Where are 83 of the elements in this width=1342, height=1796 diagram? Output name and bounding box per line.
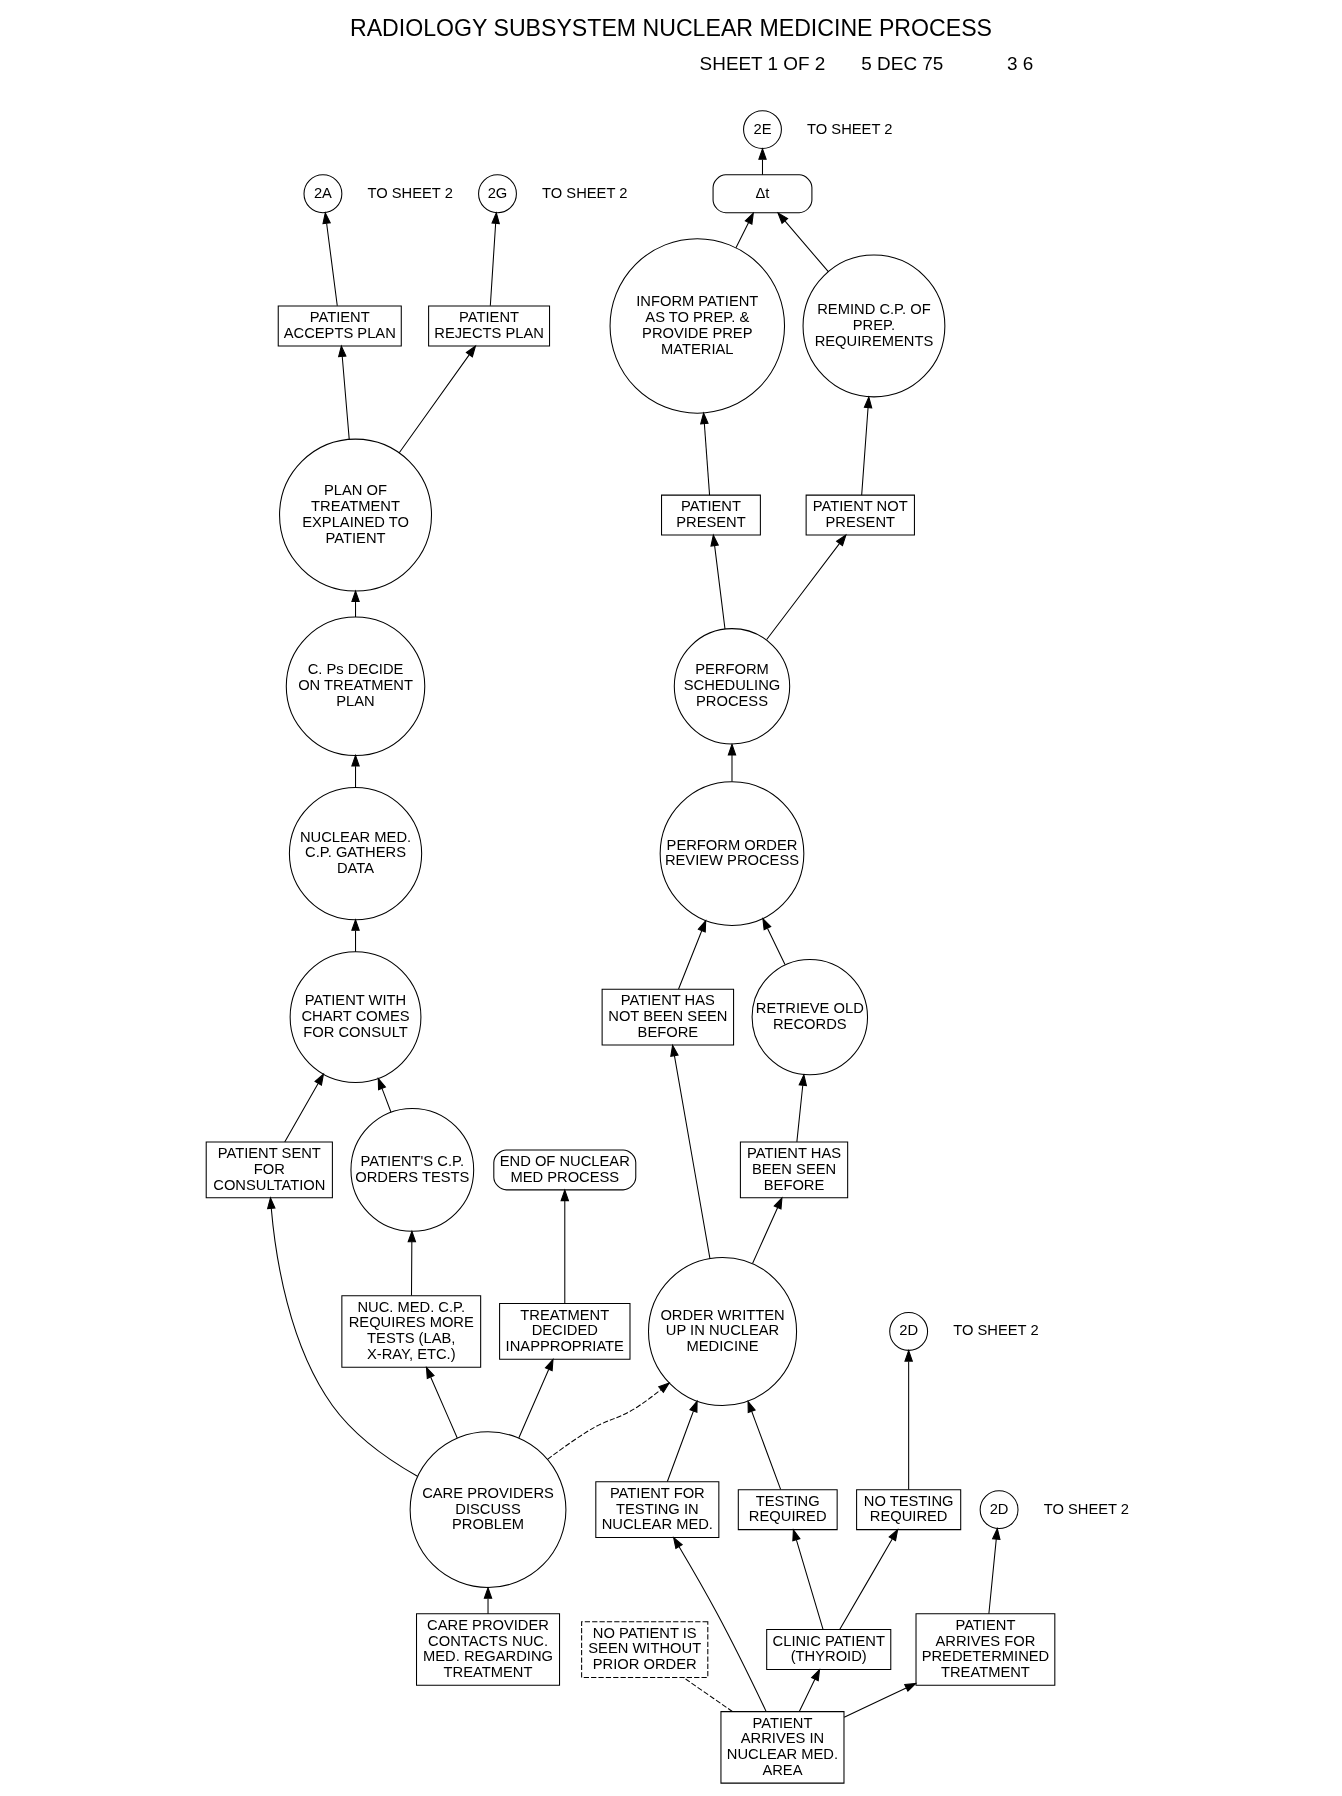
arrow <box>988 1527 1001 1615</box>
node-circle: PATIENT'S C.P. ORDERS TESTS <box>350 1108 475 1232</box>
arrow <box>560 1188 570 1304</box>
node-box: PATIENT HAS BEEN SEEN BEFORE <box>739 1141 849 1199</box>
arrow <box>766 533 847 640</box>
node-circle: 2D <box>889 1312 929 1351</box>
node-circle: PERFORM SCHEDULING PROCESS <box>673 628 791 745</box>
node-box: CLINIC PATIENT (THYROID) <box>766 1629 892 1671</box>
node-box: CARE PROVIDER CONTACTS NUC. MED. REGARDING TREATMENT <box>416 1613 561 1686</box>
arrow <box>672 1536 767 1712</box>
node-box: TREATMENT DECIDED INAPPROPRIATE <box>499 1303 631 1360</box>
label: 3 6 <box>1006 53 1034 75</box>
node-box: END OF NUCLEAR MED PROCESS <box>493 1149 637 1191</box>
arrow <box>776 211 829 273</box>
node-circle: REMIND C.P. OF PREP. REQUIREMENTS <box>802 254 946 398</box>
node-circle: RETRIEVE OLD RECORDS <box>751 958 869 1076</box>
node-box: PATIENT ARRIVES FOR PREDETERMINED TREATMENT <box>915 1613 1056 1686</box>
node-box: PATIENT HAS NOT BEEN SEEN BEFORE <box>601 988 735 1046</box>
arrow <box>351 753 360 788</box>
node-box: PATIENT NOT PRESENT <box>805 494 915 536</box>
node-circle: 2D <box>979 1490 1019 1530</box>
arrow <box>710 533 726 630</box>
arrow <box>861 395 873 496</box>
arrow <box>798 1668 821 1712</box>
arrow <box>284 1072 325 1143</box>
arrow <box>752 1196 783 1264</box>
node-circle: 2E <box>743 110 782 150</box>
node-box: PATIENT ARRIVES IN NUCLEAR MED. AREA <box>720 1711 845 1784</box>
arrow <box>727 742 737 783</box>
arrow <box>666 1399 698 1482</box>
arrow <box>407 1229 417 1296</box>
arrow <box>398 344 477 454</box>
label: 5 DEC 75 <box>861 53 944 75</box>
node-circle: NUCLEAR MED. C.P. GATHERS DATA <box>288 786 423 921</box>
node-label: TO SHEET 2 <box>953 1322 1039 1339</box>
arrow <box>762 917 786 966</box>
node-box: NUC. MED. C.P. REQUIRES MORE TESTS (LAB, X-RAY, ETC.) <box>341 1295 482 1368</box>
node-label: TO SHEET 2 <box>542 184 628 201</box>
node-label: TO SHEET 2 <box>367 184 453 201</box>
arrow <box>735 211 755 249</box>
arrow <box>425 1365 458 1439</box>
label: SHEET 1 OF 2 <box>699 53 826 75</box>
node-circle: ORDER WRITTEN UP IN NUCLEAR MEDICINE <box>647 1256 798 1406</box>
node-box: NO PATIENT IS SEEN WITHOUT PRIOR ORDER <box>581 1621 709 1678</box>
diagram-title: RADIOLOGY SUBSYSTEM NUCLEAR MEDICINE PROCESS <box>349 14 993 41</box>
node-circle: 2G <box>478 174 517 214</box>
arrow <box>758 147 767 176</box>
node-box: PATIENT PRESENT <box>661 494 761 536</box>
arrow <box>337 344 350 440</box>
node-box: Δt <box>712 174 813 214</box>
arrow <box>483 1586 493 1615</box>
arrow <box>489 211 501 307</box>
arrow <box>678 919 707 990</box>
node-label: TO SHEET 2 <box>807 120 893 137</box>
arrow <box>547 1381 671 1460</box>
node-circle: PERFORM ORDER REVIEW PROCESS <box>659 781 805 926</box>
arrow <box>839 1528 899 1630</box>
node-box: PATIENT SENT FOR CONSULTATION <box>205 1141 333 1199</box>
arrow <box>700 411 711 496</box>
node-box: PATIENT REJECTS PLAN <box>428 305 551 347</box>
arrow <box>266 1196 418 1477</box>
arrow <box>796 1073 808 1143</box>
node-label: TO SHEET 2 <box>1043 1500 1130 1517</box>
node-circle: PLAN OF TREATMENT EXPLAINED TO PATIENT <box>279 438 433 592</box>
arrow <box>377 1077 392 1113</box>
arrow <box>670 1043 711 1259</box>
node-circle: CARE PROVIDERS DISCUSS PROBLEM <box>409 1431 567 1589</box>
arrow <box>904 1349 914 1490</box>
arrow <box>322 211 338 307</box>
arrow <box>351 918 360 953</box>
arrow <box>792 1528 824 1630</box>
arrow <box>351 589 360 618</box>
arrow <box>843 1682 918 1718</box>
node-box: NO TESTING REQUIRED <box>856 1489 962 1531</box>
node-circle: INFORM PATIENT AS TO PREP. & PROVIDE PREP MATERIAL <box>609 238 786 414</box>
node-circle: 2A <box>303 174 343 214</box>
connector <box>682 1676 733 1712</box>
node-box: PATIENT ACCEPTS PLAN <box>277 305 402 347</box>
arrow <box>518 1358 554 1439</box>
node-box: TESTING REQUIRED <box>737 1489 838 1531</box>
node-circle: C. Ps DECIDE ON TREATMENT PLAN <box>285 616 426 757</box>
node-box: PATIENT FOR TESTING IN NUCLEAR MED. <box>595 1481 720 1539</box>
arrow <box>747 1399 782 1490</box>
